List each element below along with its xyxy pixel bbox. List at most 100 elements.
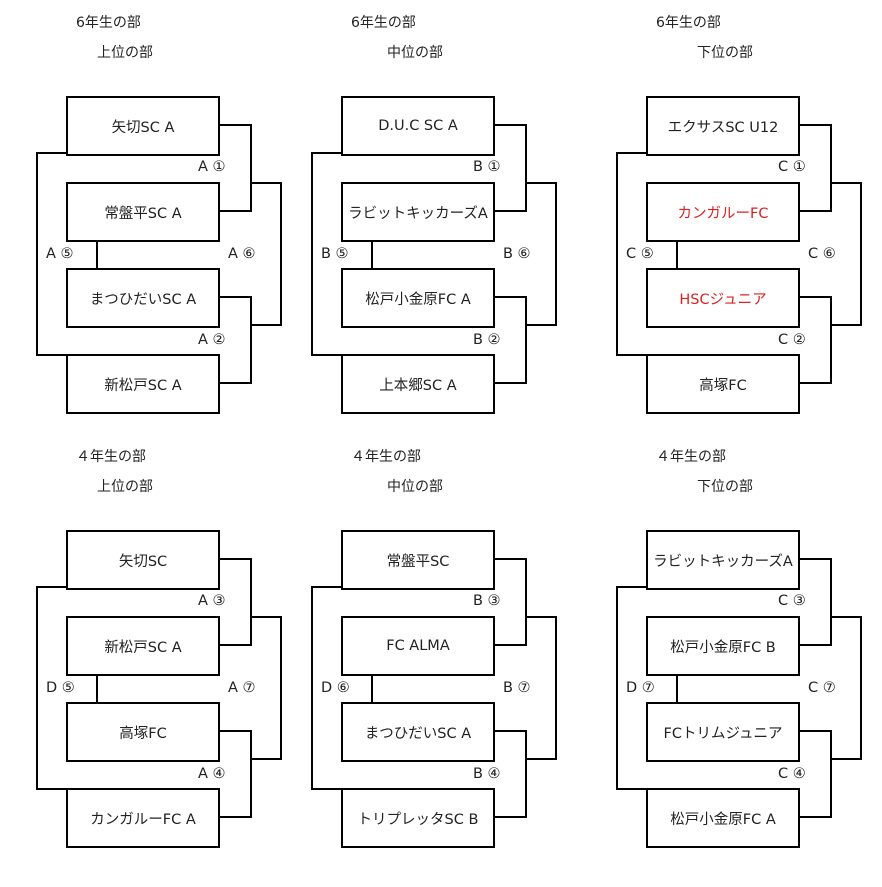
bracket-line [280,616,282,760]
bracket-line [525,124,527,212]
team-box[interactable]: 高塚FC [646,354,800,414]
match-label: A ⑤ [46,246,74,262]
bracket-line [36,586,66,588]
team-box[interactable]: ラビットキッカーズA [341,182,495,242]
bracket-line [616,354,646,356]
bracket-line [830,558,832,646]
team-box[interactable]: D.U.C SC A [341,96,495,156]
bracket-line [311,152,341,154]
bracket-line [220,730,252,732]
match-label: B ⑤ [321,246,349,262]
bracket-line [220,382,252,384]
match-label: B ③ [473,593,501,609]
grade-title: ４年生の部 [351,449,421,465]
bracket-line [495,382,527,384]
team-box[interactable]: 矢切SC [66,530,220,590]
team-box[interactable]: 高塚FC [66,702,220,762]
grade-title: 6年生の部 [656,15,721,31]
bracket-line [250,616,282,618]
team-box[interactable]: まつひだいSC A [341,702,495,762]
bracket-line [830,296,832,384]
bracket-line [555,616,557,760]
bracket-line [220,210,252,212]
bracket-line [830,616,862,618]
grade-title: ４年生の部 [656,449,726,465]
match-label: A ① [198,159,226,175]
bracket-line [495,816,527,818]
bracket-line [800,558,832,560]
bracket-line [495,210,527,212]
match-label: C ③ [778,593,806,609]
bracket-line [220,124,252,126]
team-box[interactable]: 矢切SC A [66,96,220,156]
grade-title: 6年生の部 [351,15,416,31]
bracket-line [220,644,252,646]
bracket-line [830,730,832,818]
match-label: B ⑥ [503,246,531,262]
bracket-line [860,182,862,326]
match-label: C ⑦ [808,680,836,696]
bracket-line [616,152,646,154]
team-box[interactable]: FC ALMA [341,616,495,676]
team-box[interactable]: ラビットキッカーズA [646,530,800,590]
bracket-line [800,296,832,298]
bracket-line [36,354,66,356]
bracket-line [311,354,341,356]
match-label: C ① [778,159,806,175]
bracket-line [311,586,341,588]
grade-title: ４年生の部 [76,449,146,465]
bracket-line [250,182,282,184]
team-box[interactable]: エクサスSC U12 [646,96,800,156]
team-box[interactable]: 上本郷SC A [341,354,495,414]
bracket-line [36,586,38,790]
team-box[interactable]: 松戸小金原FC A [341,268,495,328]
bracket-6: ４年生の部下位の部ラビットキッカーズA 松戸小金原FC B FCトリムジュニア松戸小… [580,434,870,864]
bracket-line [250,758,282,760]
bracket-line [525,296,527,384]
team-box[interactable]: カンガルーFC A [66,788,220,848]
bracket-line [830,182,862,184]
bracket-line [495,644,527,646]
bracket-line [860,616,862,760]
division-title: 上位の部 [97,479,153,495]
bracket-line [495,124,527,126]
bracket-line [495,296,527,298]
bracket-line [96,676,98,702]
bracket-line [525,616,557,618]
bracket-line [525,324,557,326]
bracket-line [495,730,527,732]
match-label: D ⑤ [46,680,75,696]
match-label: A ⑦ [228,680,256,696]
team-box[interactable]: 常盤平SC A [66,182,220,242]
division-title: 中位の部 [387,479,443,495]
bracket-3: 6年生の部下位の部エクサスSC U12 カンガルーFC HSCジュニア高塚FC C ①… [580,0,870,430]
team-box[interactable]: 新松戸SC A [66,354,220,414]
team-box[interactable]: まつひだいSC A [66,268,220,328]
team-box[interactable]: カンガルーFC [646,182,800,242]
bracket-line [525,730,527,818]
match-label: C ⑥ [808,246,836,262]
bracket-line [371,676,373,702]
match-label: B ① [473,159,501,175]
division-title: 下位の部 [697,479,753,495]
bracket-line [250,124,252,212]
team-box[interactable]: 松戸小金原FC B [646,616,800,676]
match-label: D ⑦ [626,680,655,696]
bracket-line [800,210,832,212]
match-label: C ④ [778,766,806,782]
team-box[interactable]: FCトリムジュニア [646,702,800,762]
bracket-line [525,558,527,646]
bracket-5: ４年生の部中位の部常盤平SC FC ALMA まつひだいSC A トリプレッタSC B… [275,434,565,864]
grade-title: 6年生の部 [76,15,141,31]
team-box[interactable]: 新松戸SC A [66,616,220,676]
team-box[interactable]: 常盤平SC [341,530,495,590]
team-box[interactable]: トリプレッタSC B [341,788,495,848]
division-title: 下位の部 [697,45,753,61]
bracket-line [616,586,618,790]
match-label: A ⑥ [228,246,256,262]
team-box[interactable]: HSCジュニア [646,268,800,328]
team-box[interactable]: 松戸小金原FC A [646,788,800,848]
bracket-line [800,644,832,646]
